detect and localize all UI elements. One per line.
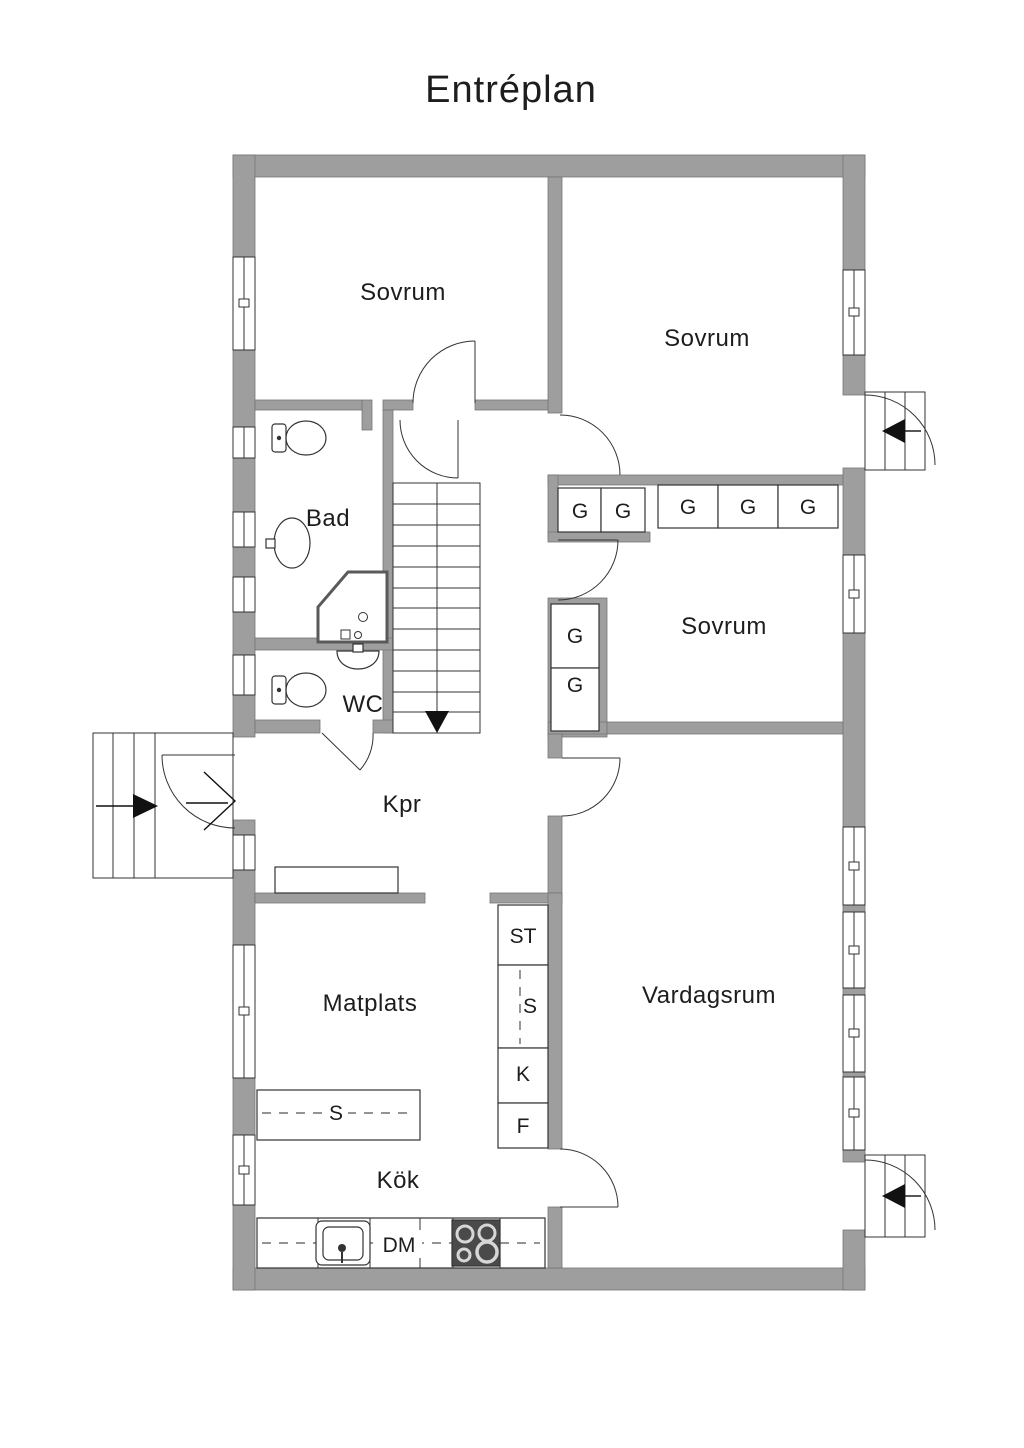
window-kok-west (232, 1134, 256, 1206)
window-bad-west-2 (232, 511, 256, 548)
label-wc: WC (343, 691, 384, 718)
toilet-bad (271, 420, 327, 456)
shower-bad (316, 570, 389, 644)
window-wc-west (232, 654, 256, 696)
label-cleaning-closet: ST (510, 925, 537, 948)
label-wardrobe-5: G (800, 496, 816, 519)
window-sovrum3-east (842, 554, 866, 634)
sink-bad (265, 517, 311, 569)
kitchen-sink (315, 1220, 371, 1266)
bad-fixtures (265, 420, 389, 644)
window-bad-west-3 (232, 576, 256, 613)
door-sovrum3 (557, 539, 619, 601)
window-vardagsrum-east-3 (842, 994, 866, 1073)
label-sovrum-2: Sovrum (664, 325, 750, 352)
entrance-steps-west (92, 732, 234, 879)
door-sovrum1 (412, 340, 476, 404)
label-matplats: Matplats (323, 990, 418, 1017)
entry-direction-arrow-southeast (882, 1184, 905, 1208)
label-wardrobe-6: G (567, 625, 583, 648)
label-sovrum-1: Sovrum (360, 279, 446, 306)
window-sovrum2-east (842, 269, 866, 356)
wc-fixtures (271, 643, 380, 708)
entry-direction-arrow-west (133, 794, 158, 818)
door-exterior-southeast (864, 1159, 936, 1231)
label-kpr: Kpr (383, 791, 422, 818)
door-sovrum2 (559, 414, 621, 476)
kitchen-counter (256, 1217, 546, 1269)
window-vardagsrum-east-1 (842, 826, 866, 906)
label-freezer: F (517, 1115, 530, 1138)
kitchen-tall-cabinets (497, 904, 549, 1149)
window-matplats-west (232, 944, 256, 1079)
label-wardrobe-4: G (740, 496, 756, 519)
kitchen-island-counter (256, 1089, 421, 1141)
label-wardrobe-1: G (572, 500, 588, 523)
dm-label-backing (376, 1230, 422, 1258)
wardrobes (550, 484, 839, 732)
exterior-steps-southeast (864, 1154, 926, 1238)
sink-wc (336, 643, 380, 670)
exterior-steps-northeast (864, 391, 926, 471)
label-sovrum-3: Sovrum (681, 613, 767, 640)
label-pantry: S (523, 995, 537, 1018)
label-wardrobe-7: G (567, 674, 583, 697)
room-labels: Sovrum Sovrum Sovrum Bad WC Kpr Matplats… (306, 279, 776, 1194)
door-main-entrance (161, 754, 236, 829)
toilet-wc (271, 672, 327, 708)
fixture-labels: G G G G G G G ST S K F S DM (329, 496, 816, 1257)
window-kpr-west (232, 834, 256, 871)
door-bad-hall (399, 419, 459, 479)
windows (232, 256, 866, 1206)
door-kpr-vardagsrum (561, 757, 621, 817)
window-sovrum1-west (232, 256, 256, 351)
stove (451, 1219, 501, 1267)
entry-direction-arrow-northeast (882, 419, 905, 443)
staircase (392, 482, 481, 734)
hall-bench (274, 866, 399, 894)
window-vardagsrum-east-4 (842, 1076, 866, 1151)
label-wardrobe-2: G (615, 500, 631, 523)
page-title: Entréplan (425, 69, 597, 111)
doors (161, 340, 936, 1231)
stairs-down-arrow (425, 711, 449, 733)
label-fridge: K (516, 1063, 530, 1086)
label-vardagsrum: Vardagsrum (642, 982, 776, 1009)
door-kok-vardagsrum (559, 1148, 619, 1208)
label-kok: Kök (377, 1167, 420, 1194)
label-counter-s: S (329, 1102, 343, 1125)
window-bad-west-1 (232, 426, 256, 459)
label-bad: Bad (306, 505, 350, 532)
door-wc (321, 732, 374, 771)
label-wardrobe-3: G (680, 496, 696, 519)
door-exterior-northeast (864, 394, 936, 466)
window-vardagsrum-east-2 (842, 911, 866, 989)
label-dishwasher: DM (383, 1234, 416, 1257)
entrance-arrow-icon (186, 771, 237, 831)
